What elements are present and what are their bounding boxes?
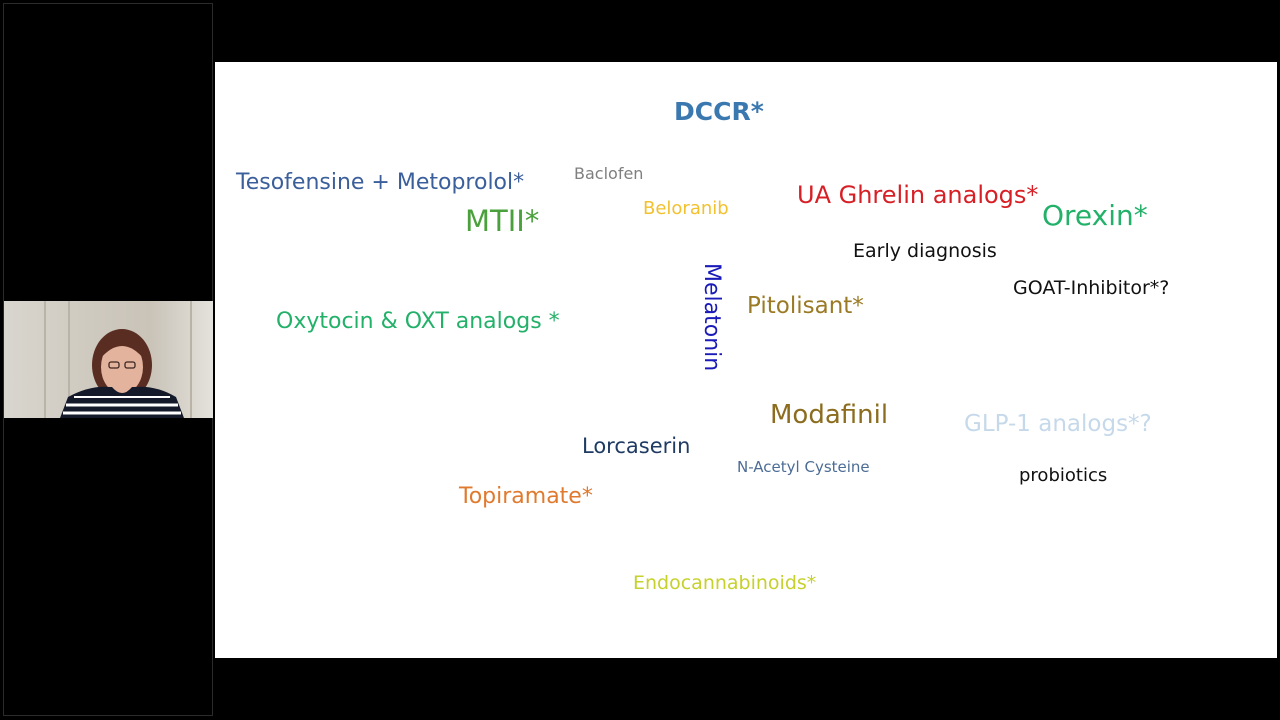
word-orexin: Orexin* (1042, 199, 1148, 232)
background-door-line (190, 301, 192, 418)
word-goat-inhibitor: GOAT-Inhibitor*? (1013, 277, 1170, 299)
background-door-line (68, 301, 70, 418)
word-probiotics: probiotics (1019, 465, 1108, 486)
word-beloranib: Beloranib (643, 198, 729, 219)
word-dccr: DCCR* (674, 97, 764, 126)
presentation-slide: DCCR* Tesofensine + Metoprolol* Baclofen… (215, 62, 1277, 658)
word-early-diagnosis: Early diagnosis (853, 240, 997, 262)
person-video-icon (60, 329, 184, 418)
word-ua-ghrelin-analogs: UA Ghrelin analogs* (797, 181, 1039, 209)
background-door-line (44, 301, 46, 418)
word-n-acetyl-cysteine: N-Acetyl Cysteine (737, 458, 870, 476)
word-endocannabinoids: Endocannabinoids* (633, 572, 817, 594)
word-tesofensine-metoprolol: Tesofensine + Metoprolol* (236, 170, 525, 195)
word-pitolisant: Pitolisant* (747, 293, 864, 319)
word-baclofen: Baclofen (574, 164, 644, 183)
word-modafinil: Modafinil (770, 400, 889, 430)
word-oxytocin-oxt-analogs: Oxytocin & OXT analogs * (276, 309, 560, 334)
word-mtii: MTII* (465, 204, 540, 238)
word-lorcaserin: Lorcaserin (582, 434, 691, 458)
word-glp1-analogs: GLP-1 analogs*? (964, 411, 1152, 437)
participant-video-tile[interactable] (4, 301, 213, 418)
word-topiramate: Topiramate* (459, 484, 593, 509)
word-melatonin-vertical: Melatonin (699, 263, 724, 372)
